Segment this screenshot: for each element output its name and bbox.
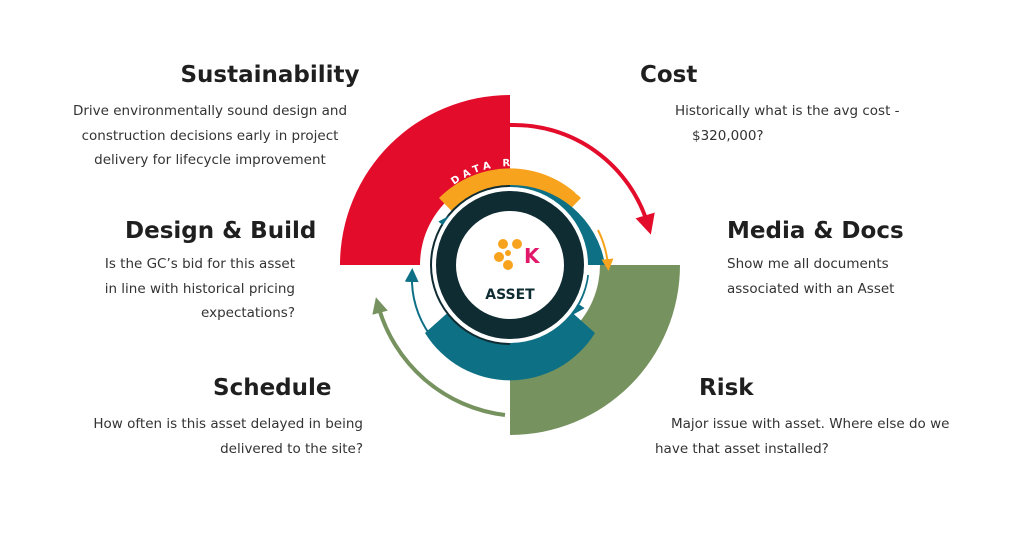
cost-title: Cost — [640, 62, 698, 88]
design-build-line-2: in line with historical pricing — [104, 280, 295, 297]
cost-line-2: $320,000? — [692, 127, 764, 144]
section-cost: Cost Historically what is the avg cost -… — [640, 62, 900, 148]
asset-logo-icon: K — [494, 239, 541, 270]
cost-line-1: Historically what is the avg cost - — [675, 103, 900, 119]
sustainability-segment — [340, 95, 510, 265]
section-media-docs: Media & Docs Show me all documents assoc… — [727, 218, 987, 301]
sustainability-line-2: construction decisions early in project — [81, 127, 339, 144]
section-design-build: Design & Build Is the GC’s bid for this … — [80, 218, 317, 326]
section-risk: Risk Major issue with asset. Where else … — [655, 375, 965, 461]
risk-line-1: Major issue with asset. Where else do we — [671, 416, 950, 432]
inner-arrow-right-down — [597, 229, 614, 271]
sustainability-line-3: delivery for lifecycle improvement — [94, 152, 326, 168]
risk-segment — [510, 265, 680, 435]
section-schedule: Schedule How often is this asset delayed… — [80, 375, 370, 461]
schedule-title: Schedule — [213, 375, 332, 401]
red-arrow — [509, 122, 655, 235]
design-build-line-1: Is the GC’s bid for this asset — [104, 256, 295, 272]
media-docs-title: Media & Docs — [727, 218, 904, 244]
inner-arrow-right-lower — [571, 274, 589, 316]
section-sustainability: Sustainability Drive environmentally sou… — [60, 62, 360, 173]
logo-letter: K — [524, 244, 541, 268]
center-label: ASSET — [485, 287, 535, 303]
schedule-line-2: delivered to the site? — [220, 440, 363, 457]
sustainability-title: Sustainability — [180, 62, 360, 88]
asset-cycle-diagram: DATA REPOSITORY K ASSET — [340, 95, 680, 435]
schedule-line-1: How often is this asset delayed in being — [93, 416, 363, 432]
media-docs-line-1: Show me all documents — [727, 256, 889, 272]
media-docs-line-2: associated with an Asset — [727, 280, 895, 297]
risk-title: Risk — [699, 375, 754, 401]
design-build-title: Design & Build — [125, 218, 317, 244]
design-build-line-3: expectations? — [201, 305, 295, 321]
sustainability-line-1: Drive environmentally sound design and — [72, 103, 348, 119]
inner-arrow-left — [404, 268, 431, 336]
green-arrow — [372, 297, 506, 417]
risk-line-2: have that asset installed? — [655, 440, 829, 457]
